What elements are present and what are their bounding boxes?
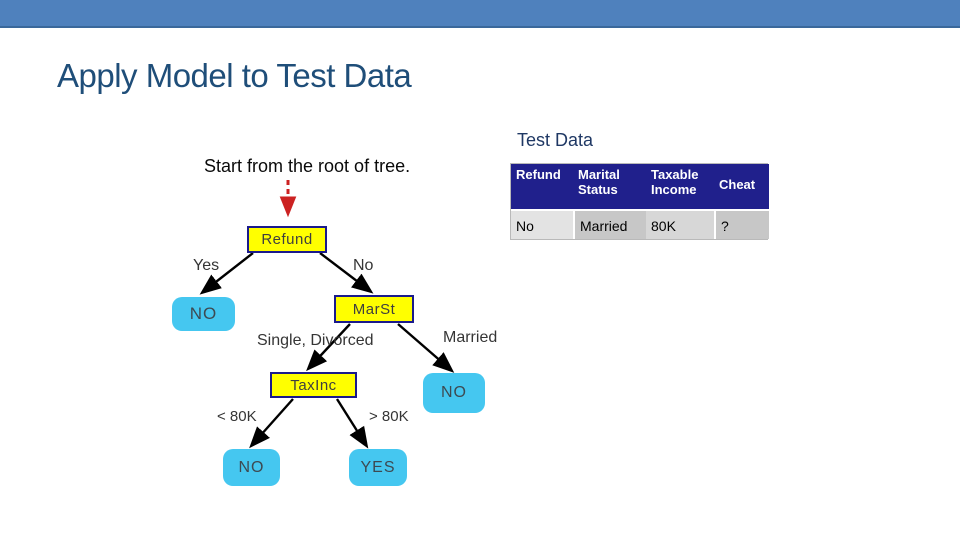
branch-label-married: Married <box>443 329 498 346</box>
decision-node-refund: Refund <box>247 226 327 253</box>
table-cell-refund: No <box>511 209 573 239</box>
slide-title: Apply Model to Test Data <box>57 57 412 94</box>
table-header-cheat: Cheat <box>714 164 769 209</box>
instruction-text: Start from the root of tree. <box>204 156 411 176</box>
branch-label-no: No <box>353 257 374 274</box>
leaf-node-no-lt80k: NO <box>223 449 280 486</box>
test-data-table: Refund Marital Status Taxable Income Che… <box>510 163 769 240</box>
branch-label-gt-80k: > 80K <box>369 408 409 425</box>
table-cell-cheat: ? <box>714 209 769 239</box>
top-accent-band <box>0 0 960 28</box>
table-header-taxable-income: Taxable Income <box>646 164 714 209</box>
table-cell-taxable-income: 80K <box>646 209 714 239</box>
table-header-marital-status: Marital Status <box>573 164 646 209</box>
branch-label-single-divorced: Single, Divorced <box>257 332 374 349</box>
table-cell-marital-status: Married <box>573 209 646 239</box>
leaf-node-no-refund-yes: NO <box>172 297 235 331</box>
branch-label-yes: Yes <box>193 257 220 274</box>
branch-label-lt-80k: < 80K <box>217 408 257 425</box>
edge-taxinc-gt80k <box>335 398 369 449</box>
decision-node-marst: MarSt <box>334 295 414 323</box>
leaf-node-yes-gt80k: YES <box>349 449 407 486</box>
leaf-node-no-married: NO <box>423 373 485 413</box>
decision-node-taxinc: TaxInc <box>270 372 357 398</box>
table-header-refund: Refund <box>511 164 573 209</box>
edge-taxinc-lt80k <box>249 398 294 449</box>
test-data-label: Test Data <box>517 130 594 150</box>
